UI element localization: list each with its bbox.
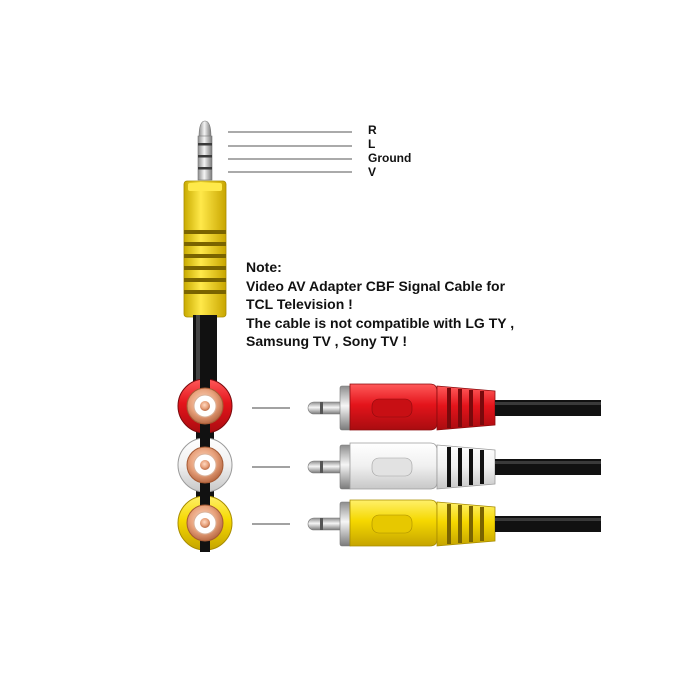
pin-callout-lines <box>228 131 352 173</box>
jack-grip-ridges <box>184 230 226 294</box>
yellow-socket <box>177 494 233 552</box>
rca-socket-stack <box>177 377 233 552</box>
note-line: The cable is not compatible with LG TY , <box>246 314 515 331</box>
red-rca-plug <box>307 383 601 431</box>
socket-plug-dashes <box>252 407 290 525</box>
yellow-rca-plug <box>307 499 601 547</box>
pin-label-v: V <box>368 165 377 179</box>
pin-label-l: L <box>368 137 376 151</box>
compatibility-note: Note: Video AV Adapter CBF Signal Cable … <box>246 258 546 351</box>
note-line: Samsung TV , Sony TV ! <box>246 333 408 349</box>
red-socket <box>177 377 233 435</box>
jack-housing <box>183 180 227 318</box>
jack-shaft <box>197 135 213 181</box>
trrs-jack <box>183 120 227 387</box>
pin-label-ground: Ground <box>368 151 412 165</box>
note-line: TCL Television ! <box>246 296 353 312</box>
note-heading: Note: <box>246 259 282 275</box>
note-line: Video AV Adapter CBF Signal Cable for <box>246 277 506 294</box>
jack-tip <box>198 120 212 138</box>
white-socket <box>177 436 233 494</box>
pin-label-r: R <box>368 123 377 137</box>
white-rca-plug <box>307 442 601 490</box>
